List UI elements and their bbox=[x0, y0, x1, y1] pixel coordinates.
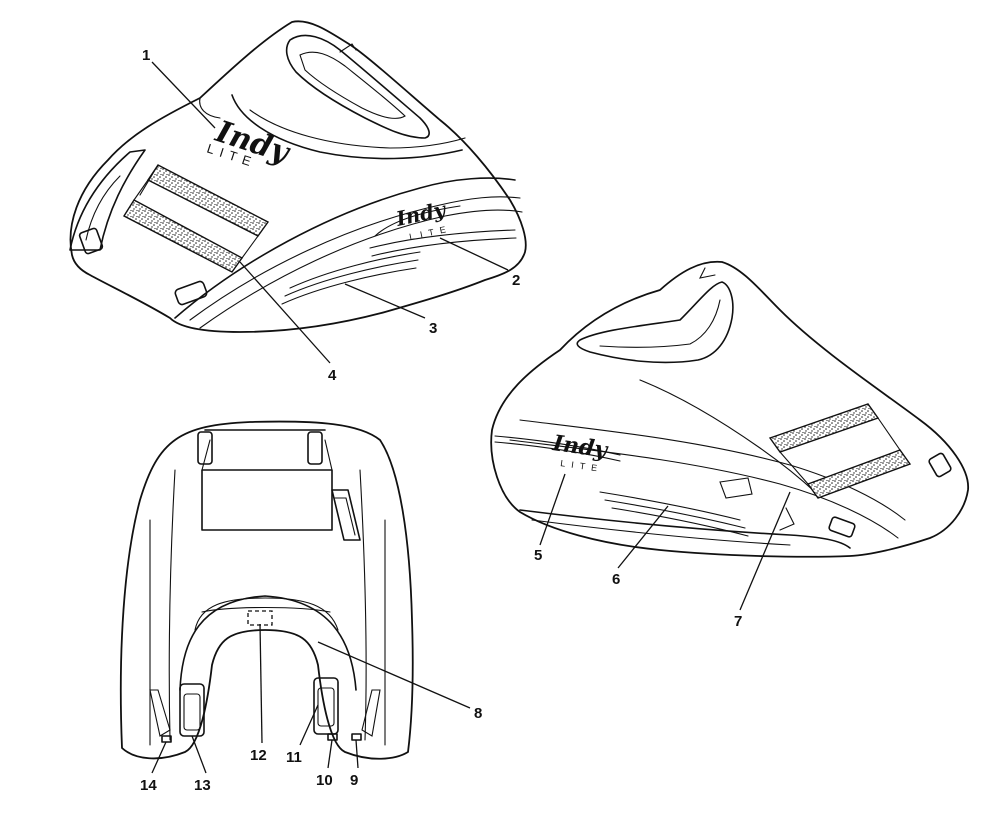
callout-9: 9 bbox=[350, 772, 358, 789]
callout-2: 2 bbox=[512, 272, 520, 289]
hood-view-front-right: Indy LITE bbox=[490, 260, 969, 558]
callouts: 1 2 3 4 5 6 7 8 9 10 11 12 13 14 bbox=[140, 47, 742, 794]
leader-lines bbox=[151, 61, 791, 774]
callout-13: 13 bbox=[194, 777, 211, 794]
callout-7: 7 bbox=[734, 613, 742, 630]
callout-5: 5 bbox=[534, 547, 542, 564]
hood-view-front-left: Indy LITE Indy LITE bbox=[69, 20, 527, 333]
callout-8: 8 bbox=[474, 705, 482, 722]
callout-14: 14 bbox=[140, 777, 157, 794]
hood-view-rear bbox=[119, 420, 414, 760]
callout-12: 12 bbox=[250, 747, 267, 764]
callout-6: 6 bbox=[612, 571, 620, 588]
callout-10: 10 bbox=[316, 772, 333, 789]
callout-1: 1 bbox=[142, 47, 150, 64]
callout-3: 3 bbox=[429, 320, 437, 337]
callout-4: 4 bbox=[328, 367, 337, 384]
callout-11: 11 bbox=[286, 749, 302, 766]
